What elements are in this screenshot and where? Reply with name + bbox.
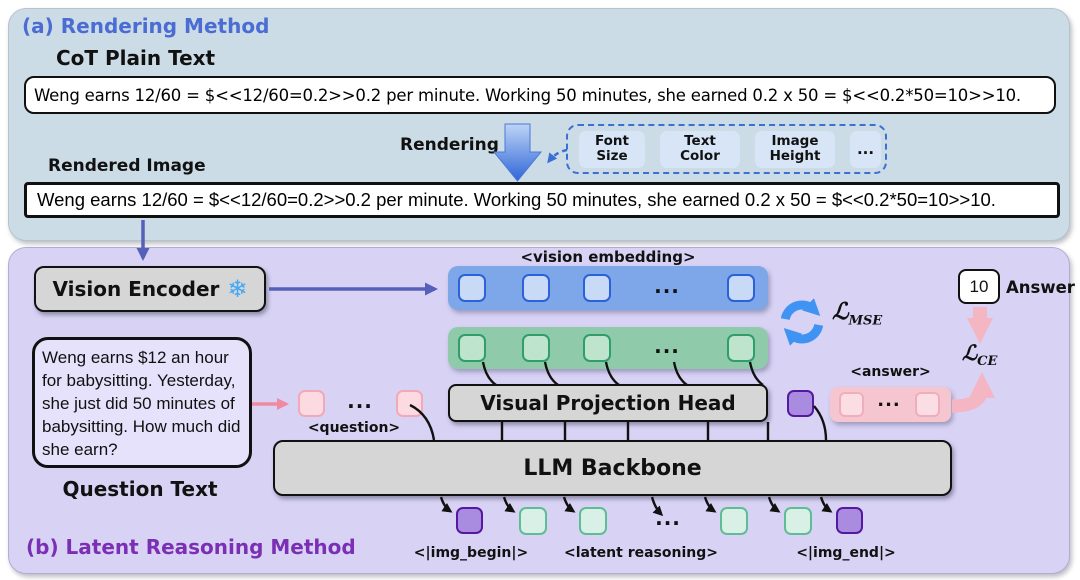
answer-value-box: 10: [958, 269, 1000, 304]
loss-ce-label: ℒCE: [962, 340, 998, 370]
visual-projection-head-box: Visual Projection Head: [448, 384, 768, 422]
projected-token: [458, 334, 486, 362]
question-token-label: <question>: [307, 420, 401, 436]
param-more: ...: [850, 130, 881, 168]
projected-token: [522, 334, 550, 362]
answer-ellipsis: ...: [877, 390, 901, 411]
vision-embedding-label: <vision embedding>: [520, 248, 696, 266]
img-token-purple: [787, 390, 814, 417]
vision-encoder-box: Vision Encoder ❄: [34, 266, 266, 312]
img-end-label: <|img_end|>: [796, 545, 896, 561]
question-text-caption: Question Text: [62, 477, 218, 501]
projected-token: [727, 334, 755, 362]
projected-token: [583, 334, 611, 362]
vision-token: [583, 274, 611, 302]
loss-mse-label: ℒMSE: [832, 298, 883, 329]
rendered-image-box: Weng earns 12/60 = $<<12/60=0.2>>0.2 per…: [24, 182, 1060, 218]
question-token: [396, 390, 423, 417]
latent-token: [579, 507, 607, 535]
rendered-image-label: Rendered Image: [48, 156, 206, 176]
latent-token: [519, 507, 547, 535]
answer-token-label: <answer>: [850, 364, 931, 380]
rendering-label: Rendering: [400, 135, 499, 155]
question-ellipsis: ...: [347, 389, 373, 413]
cot-text-box: Weng earns 12/60 = $<<12/60=0.2>>0.2 per…: [24, 76, 1056, 114]
panel-a-title: (a) Rendering Method: [22, 14, 270, 38]
param-text-color: Text Color: [660, 130, 740, 168]
latent-ellipsis: ...: [655, 506, 681, 530]
answer-caption: Answer: [1006, 278, 1075, 297]
answer-token: [915, 392, 940, 417]
img-begin-token: [456, 507, 483, 534]
vision-token: [522, 274, 550, 302]
projected-ellipsis: ...: [654, 334, 680, 358]
vision-token: [458, 274, 486, 302]
img-begin-label: <|img_begin|>: [413, 545, 529, 561]
latent-reasoning-label: <latent reasoning>: [564, 545, 718, 561]
render-params-box: Font Size Text Color Image Height ...: [566, 124, 887, 174]
panel-b-title: (b) Latent Reasoning Method: [26, 535, 356, 559]
latent-token: [784, 507, 812, 535]
answer-token: [839, 392, 864, 417]
cot-plain-text-label: CoT Plain Text: [56, 46, 216, 70]
vision-token: [727, 274, 755, 302]
vision-ellipsis: ...: [654, 274, 680, 298]
question-token: [298, 390, 325, 417]
param-image-height: Image Height: [755, 130, 835, 168]
img-end-token: [836, 507, 863, 534]
param-font-size: Font Size: [579, 130, 645, 168]
llm-backbone-box: LLM Backbone: [273, 440, 952, 496]
latent-token: [720, 507, 748, 535]
question-text-box: Weng earns $12 an hour for babysitting. …: [32, 337, 252, 468]
snowflake-icon: ❄: [227, 275, 248, 303]
